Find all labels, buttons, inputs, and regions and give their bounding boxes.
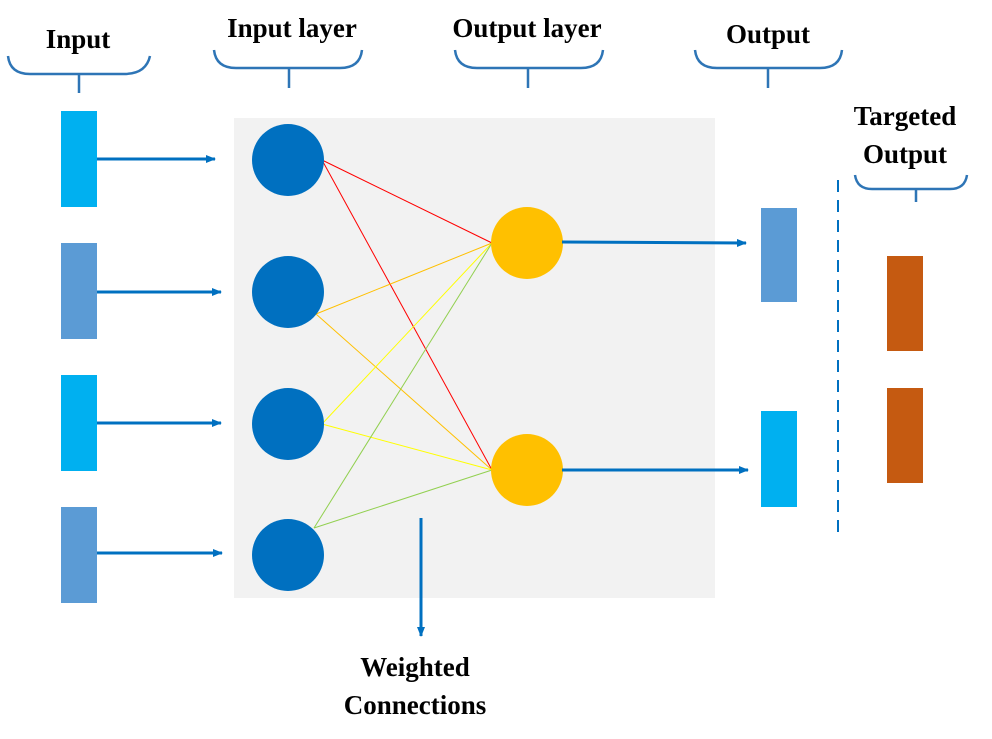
- connection-2-2: [315, 313, 493, 471]
- input-node-1: [252, 124, 324, 196]
- label-input-layer: Input layer: [227, 13, 357, 43]
- connection-4-1: [313, 242, 493, 529]
- label-connections: Connections: [344, 690, 487, 720]
- output-node-1: [491, 207, 563, 279]
- connection-3-1: [321, 242, 493, 425]
- input-node-4: [252, 519, 324, 591]
- label-targeted-line1: Targeted: [854, 101, 957, 131]
- label-output-layer: Output layer: [452, 13, 601, 43]
- label-weighted: Weighted: [360, 652, 470, 682]
- braces: [6, 49, 969, 202]
- brace-targeted-output: [853, 174, 969, 202]
- label-input: Input: [46, 24, 111, 54]
- input-node-2: [252, 256, 324, 328]
- label-targeted-line2: Output: [863, 139, 947, 169]
- connection-2-1: [315, 242, 493, 315]
- input-arrows: [97, 155, 223, 557]
- output-bar-2: [761, 411, 797, 507]
- brace-output-layer: [453, 49, 605, 88]
- connection-4-2: [313, 469, 493, 529]
- network-panel: [234, 118, 715, 598]
- brace-input: [6, 55, 152, 93]
- weighted-connections: [313, 159, 493, 529]
- input-node-3: [252, 388, 324, 460]
- target-bar-1: [887, 256, 923, 351]
- output-node-2: [491, 434, 563, 506]
- input-bar-3: [61, 375, 97, 471]
- output-bar-1: [761, 208, 797, 302]
- brace-input-layer: [212, 49, 364, 88]
- input-bar-4: [61, 507, 97, 603]
- output-arrow-1: [561, 238, 747, 247]
- output-arrows: [561, 238, 749, 474]
- connection-1-1: [321, 159, 493, 244]
- target-bar-2: [887, 388, 923, 483]
- brace-output: [693, 49, 844, 88]
- connection-1-2: [321, 159, 493, 471]
- input-bar-1: [61, 111, 97, 207]
- input-bar-2: [61, 243, 97, 339]
- label-output: Output: [726, 19, 810, 49]
- connection-3-2: [321, 423, 493, 471]
